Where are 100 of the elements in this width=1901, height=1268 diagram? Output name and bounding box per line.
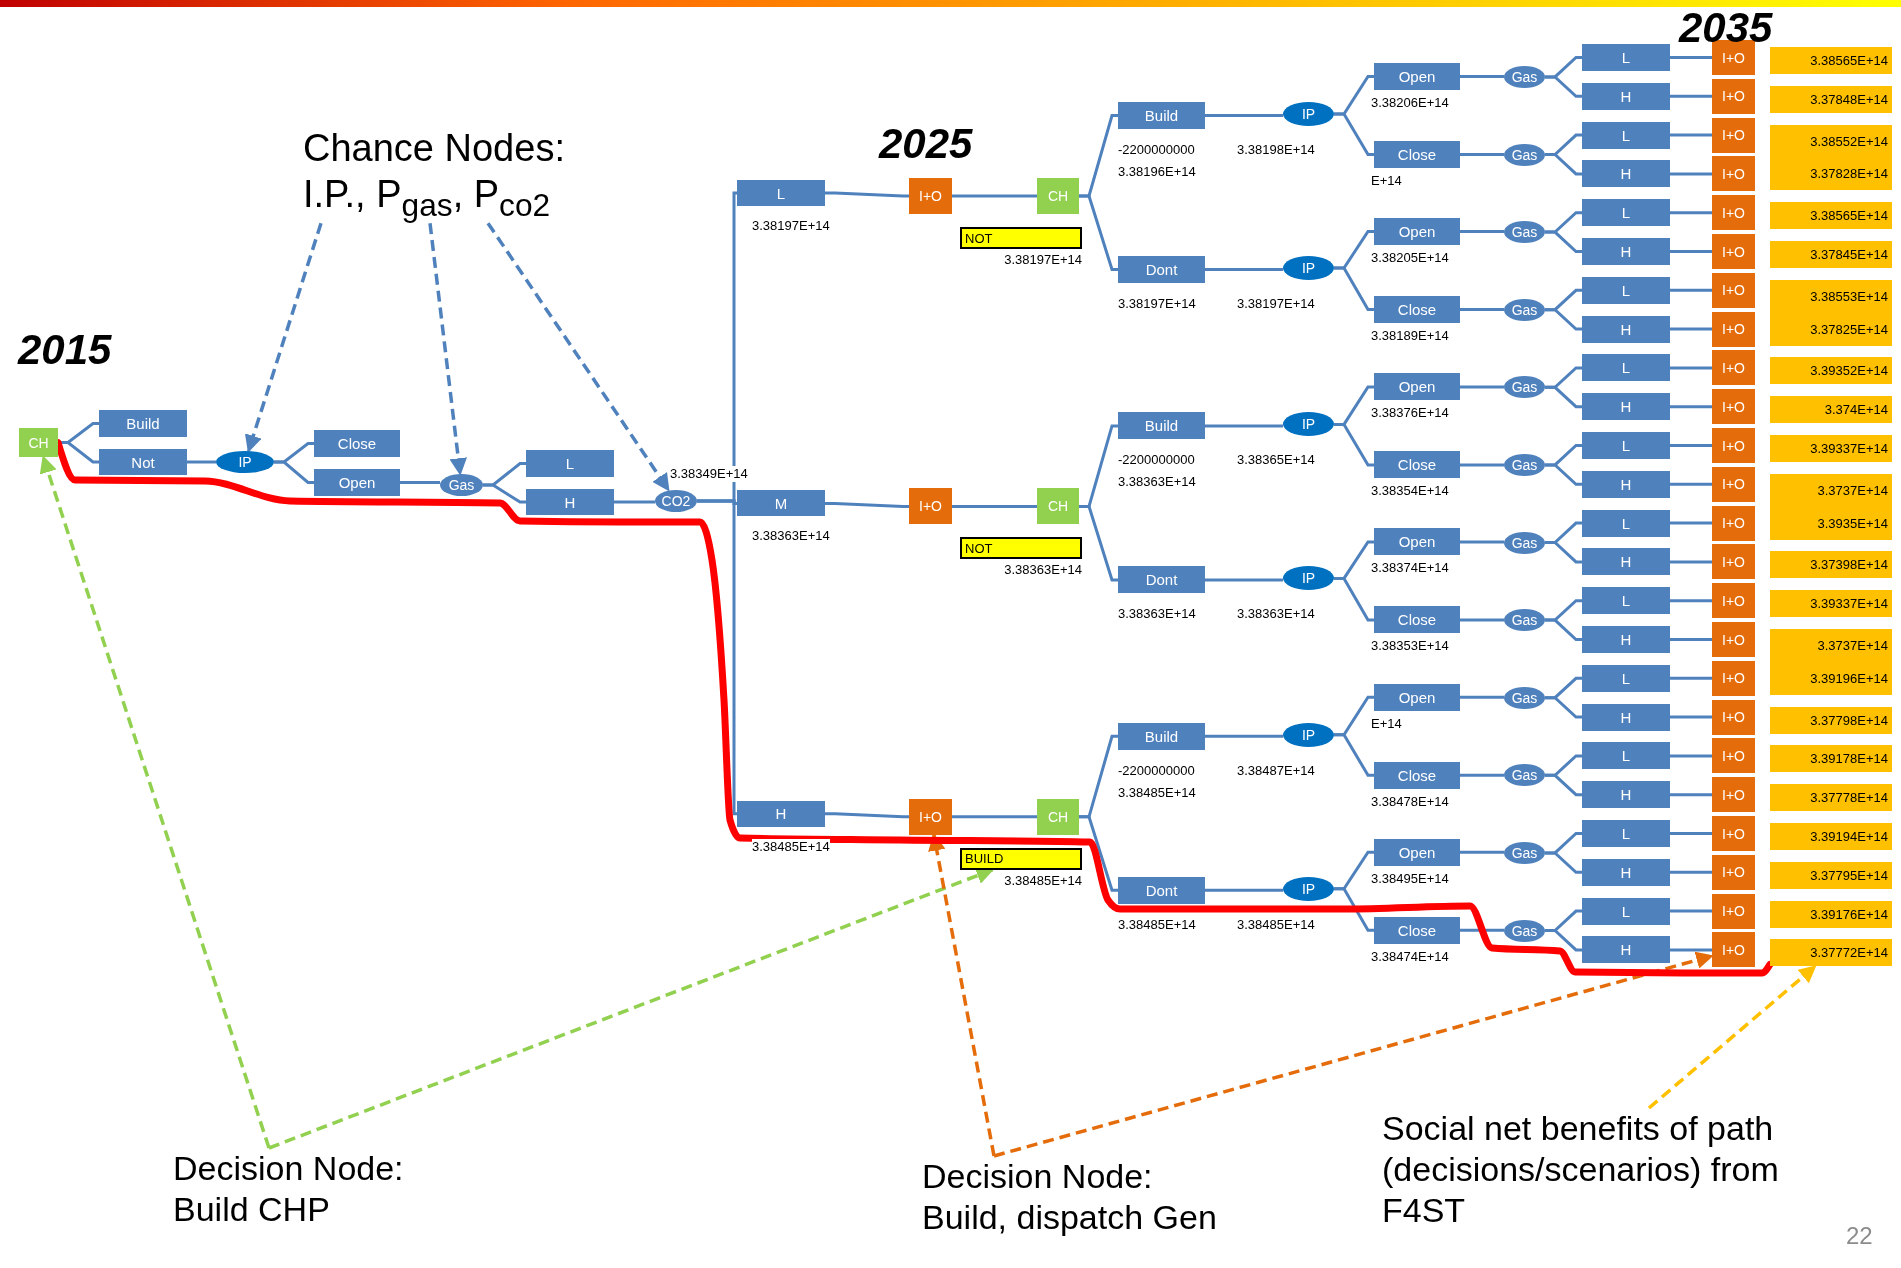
callout-text: Chance Nodes: I.P., P$_{gas}$, P$_{co2}$	[303, 126, 633, 224]
value-text: 3.38553E+14	[1810, 288, 1888, 304]
branch-box: Build	[99, 410, 187, 437]
year-label: 2015	[18, 326, 112, 374]
branch-line	[1460, 928, 1504, 932]
branch-box: Dont	[1118, 566, 1205, 594]
branch-box: H	[526, 489, 614, 515]
outcome-box: I+O	[909, 798, 952, 835]
branch-box: H	[1582, 626, 1670, 653]
branch-line	[1460, 230, 1504, 233]
branch-line	[1334, 112, 1374, 156]
branch-box: H	[737, 800, 825, 827]
branch-line	[1460, 618, 1504, 622]
chance-node-ellipse: Gas	[1504, 919, 1545, 942]
branch-line	[1460, 385, 1504, 389]
branch-box: H	[1582, 82, 1670, 110]
branch-box: Close	[1374, 916, 1460, 944]
outcome-box: I+O	[1712, 854, 1755, 890]
outcome-box: I+O	[1712, 816, 1755, 851]
branch-line	[1460, 850, 1504, 854]
branch-box: L	[1582, 432, 1670, 459]
payoff-box: 3.37772E+14	[1770, 939, 1892, 967]
outcome-box: I+O	[909, 488, 952, 525]
branch-line	[1334, 422, 1374, 467]
branch-line	[1460, 308, 1504, 311]
branch-box: L	[1582, 587, 1670, 615]
decision-node-box: CH	[1037, 488, 1079, 525]
branch-box: H	[1582, 703, 1670, 731]
branch-line	[400, 481, 440, 484]
chance-node-ellipse: Gas	[1504, 686, 1545, 709]
branch-line	[1545, 773, 1582, 797]
chance-node-ellipse: IP	[216, 451, 274, 473]
branch-box: L	[1582, 897, 1670, 925]
chance-node-ellipse: Gas	[1504, 376, 1545, 399]
branch-line	[187, 460, 216, 464]
branch-box: Build	[1118, 102, 1205, 129]
chance-node-ellipse: Gas	[1504, 65, 1545, 88]
branch-line	[825, 501, 909, 508]
branch-box: L	[1582, 509, 1670, 537]
outcome-box: I+O	[1712, 272, 1755, 308]
branch-line	[1334, 576, 1374, 622]
branch-box: L	[1582, 664, 1670, 692]
outcome-box: I+O	[1712, 777, 1755, 813]
branch-box: H	[1582, 315, 1670, 343]
value-text: 3.37825E+14	[1810, 321, 1888, 337]
payoff-box: 3.37398E+14	[1770, 551, 1892, 579]
branch-line	[1334, 887, 1374, 932]
branch-box: H	[1582, 160, 1670, 188]
branch-box: Open	[1374, 528, 1460, 556]
branch-line	[1205, 268, 1283, 271]
branch-box: Close	[1374, 761, 1460, 789]
branch-line	[1460, 463, 1504, 467]
branch-line	[1670, 599, 1712, 603]
payoff-box: 3.39337E+14	[1770, 435, 1892, 462]
branch-line	[1205, 578, 1283, 582]
branch-line	[952, 815, 1037, 819]
branch-line	[1670, 638, 1712, 641]
decision-result-box: NOT	[960, 537, 1082, 560]
branch-line	[1670, 715, 1712, 719]
branch-line	[825, 812, 909, 819]
decision-result-box: BUILD	[960, 847, 1082, 870]
branch-line	[1670, 948, 1712, 952]
payoff-box	[1770, 124, 1892, 191]
outcome-box: I+O	[1712, 195, 1755, 231]
payoff-box: 3.37795E+14	[1770, 861, 1892, 889]
branch-line	[1670, 870, 1712, 874]
branch-box: Close	[314, 430, 400, 457]
outcome-box: I+O	[1712, 78, 1755, 114]
value-text: 3.3737E+14	[1817, 482, 1888, 498]
payoff-box: 3.37845E+14	[1770, 241, 1892, 268]
outcome-box: I+O	[1712, 583, 1755, 619]
branch-line	[1545, 541, 1582, 564]
branch-box: Close	[1374, 141, 1460, 168]
callout-arrow	[268, 867, 995, 1150]
branch-box: L	[1582, 276, 1670, 304]
branch-line	[1670, 405, 1712, 409]
branch-line	[1670, 482, 1712, 486]
payoff-box	[1770, 279, 1892, 346]
chance-node-ellipse: Gas	[1504, 453, 1545, 476]
branch-box: Open	[314, 469, 400, 496]
branch-box: H	[1582, 238, 1670, 265]
chance-node-ellipse: Gas	[1504, 143, 1545, 166]
outcome-box: I+O	[1712, 311, 1755, 347]
payoff-box: 3.374E+14	[1770, 396, 1892, 424]
branch-line	[1670, 133, 1712, 137]
branch-line	[1079, 194, 1118, 271]
branch-box: H	[1582, 548, 1670, 576]
branch-line	[1460, 695, 1504, 699]
branch-box: Open	[1374, 218, 1460, 245]
branch-box: H	[1582, 781, 1670, 809]
branch-box: H	[1582, 470, 1670, 498]
decision-node-box: CH	[1037, 798, 1079, 835]
outcome-box: I+O	[1712, 660, 1755, 696]
payoff-box: 3.39176E+14	[1770, 900, 1892, 928]
branch-box: Dont	[1118, 876, 1205, 904]
payoff-box: 3.37778E+14	[1770, 784, 1892, 812]
branch-line	[1670, 172, 1712, 176]
payoff-box	[1770, 473, 1892, 540]
branch-line	[1670, 366, 1712, 370]
branch-line	[1670, 754, 1712, 758]
